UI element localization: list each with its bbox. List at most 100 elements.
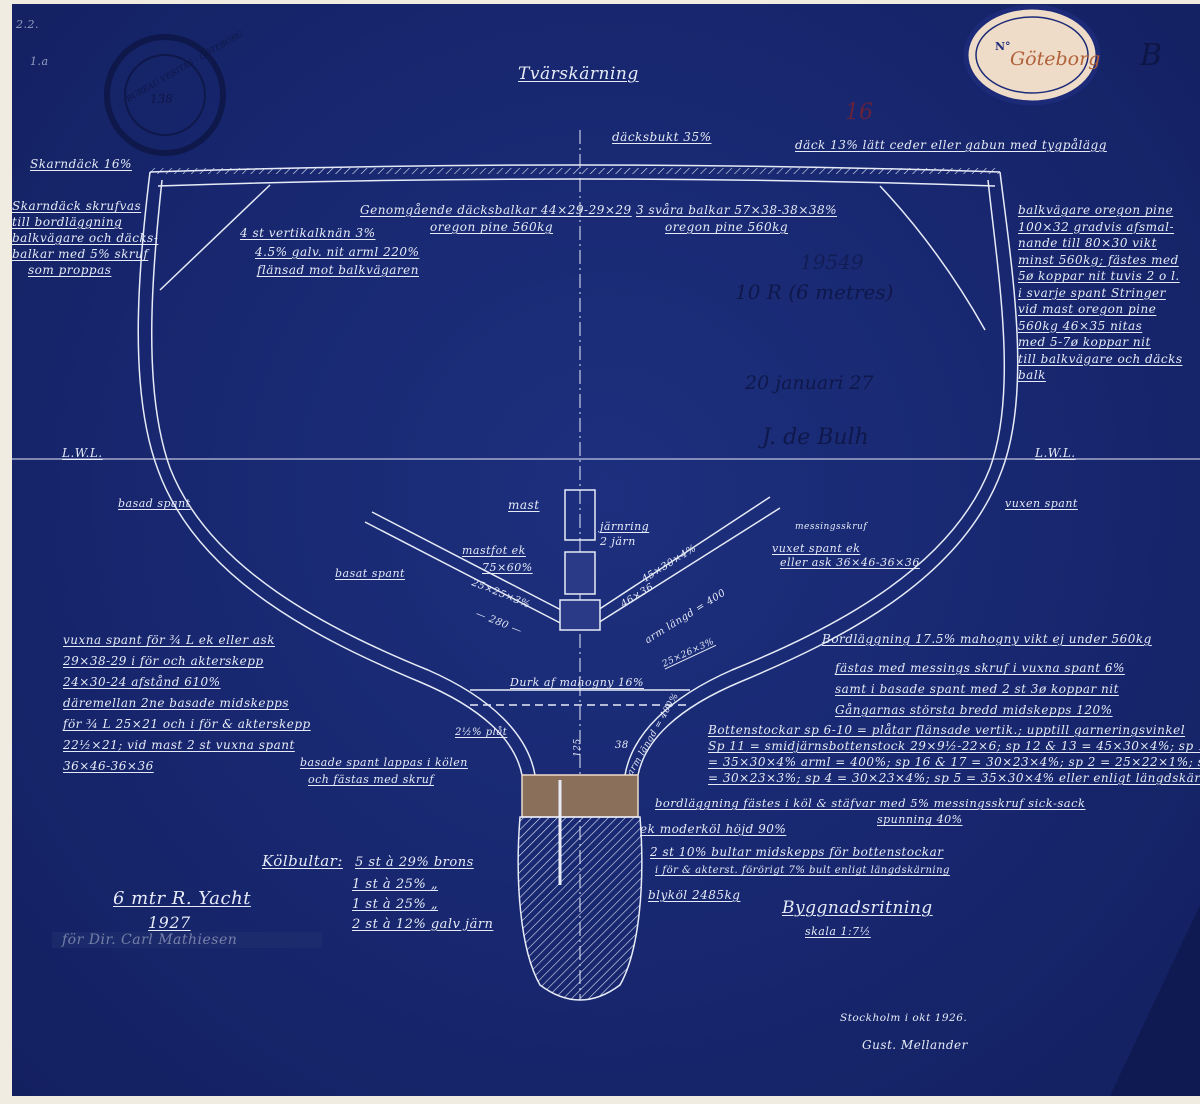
label-city: Göteborg <box>1010 48 1101 70</box>
note-line: = 30×23×3%; sp 4 = 30×23×4%; sp 5 = 35×3… <box>708 771 1200 785</box>
note-line: med 5-7ø koppar nit <box>1018 335 1151 349</box>
note-line: balkar med 5% skruf <box>12 247 149 261</box>
dimension-38: 38 <box>615 740 629 751</box>
floor-frame-right <box>589 496 781 629</box>
lapped-frames-note-2: och fästas med skruf <box>308 773 434 786</box>
stamp-number: 138 <box>150 92 173 106</box>
lwl-left: L.W.L. <box>62 446 103 460</box>
knees-flange: flänsad mot balkvägaren <box>257 263 419 277</box>
note-line: nande till 80×30 vikt <box>1018 236 1157 250</box>
plate-label: 2½% plåt <box>455 727 508 738</box>
oak-keel-label: ek moderköl höjd 90% <box>640 822 787 836</box>
lapped-frames-note: basade spant lappas i kölen <box>300 756 468 769</box>
corner-mark-2: 1.a <box>30 55 49 68</box>
designer-signature: Gust. Mellander <box>862 1038 968 1052</box>
mast <box>564 489 596 541</box>
note-line: balkvägare och däcks- <box>12 231 159 245</box>
note-line: i svarje spant Stringer <box>1018 285 1166 300</box>
keel-bolts-title: Kölbultar: <box>262 852 343 870</box>
note-line: till balkvägare och däcks <box>1018 351 1183 366</box>
hull-inner-right <box>624 179 1006 776</box>
deck-strip <box>150 168 1000 174</box>
knees-label: 4 st vertikalknän 3% <box>240 226 376 240</box>
paper-corner <box>1110 905 1200 1096</box>
note-line: däremellan 2ne basade midskepps <box>63 696 290 710</box>
note-line: 29×38-29 i för och akterskepp <box>63 654 264 668</box>
mast-step <box>564 551 596 595</box>
keelson <box>559 599 601 631</box>
floors-note: Bottenstockar sp 6-10 = plåtar flänsade … <box>708 722 1200 786</box>
lead-keel-label: blyköl 2485kg <box>648 888 741 902</box>
frames-note: vuxna spant för ¾ L ek eller ask 29×38-2… <box>63 630 311 777</box>
floorboard-label: Durk af mahogny 16% <box>510 676 644 689</box>
yacht-year: 1927 <box>148 913 191 932</box>
planking-line: fästas med messings skruf i vuxna spant … <box>835 661 1125 675</box>
note-line: vid mast oregon pine <box>1018 302 1157 316</box>
planking-line: Gångarnas största bredd midskepps 120% <box>835 703 1113 717</box>
note-line: 5ø koppar nit tuvis 2 o l. <box>1018 269 1180 283</box>
hull-outer-right <box>637 171 1019 776</box>
note-line: som proppas <box>28 263 112 277</box>
planking-line: Bordläggning 17.5% mahogny vikt ej under… <box>822 632 1152 646</box>
knee-left <box>159 184 271 291</box>
rabbet-note: spunning 40% <box>877 813 963 826</box>
owner-name: för Dir. Carl Mathiesen <box>52 932 322 948</box>
keel-bolts-row: 1 st à 25% „ <box>352 897 439 912</box>
hull-inner-left <box>151 179 536 776</box>
bolts-note-2: i för & akterst. förörigt 7% bult enligt… <box>655 865 950 876</box>
hull-outer-left <box>137 171 523 776</box>
sheer-strake-note: Skarndäck skrufvas till bordläggning bal… <box>12 198 158 278</box>
drawing-scale: skala 1:7½ <box>805 925 871 938</box>
heavy-beams-label: 3 svåra balkar 57×38-38×38% <box>636 203 838 217</box>
note-line: 36×46-36×36 <box>63 759 154 773</box>
note-line: för ¾ L 25×21 och i för & akterskepp <box>63 717 311 731</box>
planking-line: samt i basade spant med 2 st 3ø koppar n… <box>835 682 1119 696</box>
heavy-beams-material: oregon pine 560kg <box>665 220 789 234</box>
mast-label: mast <box>508 498 540 512</box>
registry-signature: J. de Bulh <box>762 425 869 450</box>
drawing-view-title: Tvärskärning <box>518 64 639 84</box>
floor-frame-left <box>364 511 571 629</box>
sheer-strake-label: Skarndäck 16% <box>30 157 132 171</box>
dimension-125: 125 <box>573 738 583 757</box>
note-line: till bordläggning <box>12 215 123 229</box>
label-no: N° <box>995 40 1011 53</box>
bent-frame-label: basad spant <box>118 497 191 510</box>
registry-class: 10 R (6 metres) <box>735 280 894 304</box>
mast-step-size: 75×60% <box>482 561 533 574</box>
lwl-right: L.W.L. <box>1035 446 1076 460</box>
mast-step-label: mastfot ek <box>462 544 526 557</box>
knees-rivets: 4.5% galv. nit arml 220% <box>255 245 420 259</box>
camber-label: däcksbukt 35% <box>612 130 712 144</box>
beams-label: Genomgående däcksbalkar 44×29-29×29 <box>360 203 632 217</box>
note-line: = 35×30×4% arml = 400%; sp 16 & 17 = 30×… <box>708 755 1200 769</box>
note-line: 24×30-24 afstånd 610% <box>63 675 221 689</box>
note-line: minst 560kg; fästes med <box>1018 252 1179 267</box>
drawing-title: Byggnadsritning <box>782 898 933 918</box>
note-line: balk <box>1018 368 1046 382</box>
keel-bolts-row: 1 st à 25% „ <box>352 877 439 892</box>
note-line: Sp 11 = smidjärnsbottenstock 29×9½-22×6;… <box>708 739 1200 753</box>
keel-bolts-row: 5 st à 29% brons <box>355 855 474 870</box>
brass-screw-label: messingsskruf <box>795 522 868 532</box>
lead-keel <box>517 816 643 1001</box>
bent-frame-center-label: basat spant <box>335 567 405 580</box>
registry-number: 19549 <box>800 250 864 274</box>
note-line: 100×32 gradvis afsmal- <box>1018 219 1175 234</box>
sheet-letter: B <box>1140 38 1163 73</box>
beams-material: oregon pine 560kg <box>430 220 554 234</box>
goteborg-label <box>963 4 1101 106</box>
clamp-note: balkvägare oregon pine 100×32 gradvis af… <box>1018 202 1183 384</box>
note-line: vuxna spant för ¾ L ek eller ask <box>63 633 275 647</box>
place-date: Stockholm i okt 1926. <box>840 1012 968 1024</box>
grown-frame-label: vuxen spant <box>1005 497 1078 510</box>
iron-ring-size: 2 järn <box>600 535 636 548</box>
note-line: balkvägare oregon pine <box>1018 203 1174 217</box>
grown-frame-ash: eller ask 36×46-36×36 <box>780 556 920 569</box>
knee-right <box>879 185 986 331</box>
note-line: 560kg 46×35 nitas <box>1018 318 1143 333</box>
bolts-note: 2 st 10% bultar midskepps för bottenstoc… <box>650 845 944 859</box>
iron-ring-label: järnring <box>600 520 650 533</box>
oak-keel <box>521 774 639 818</box>
